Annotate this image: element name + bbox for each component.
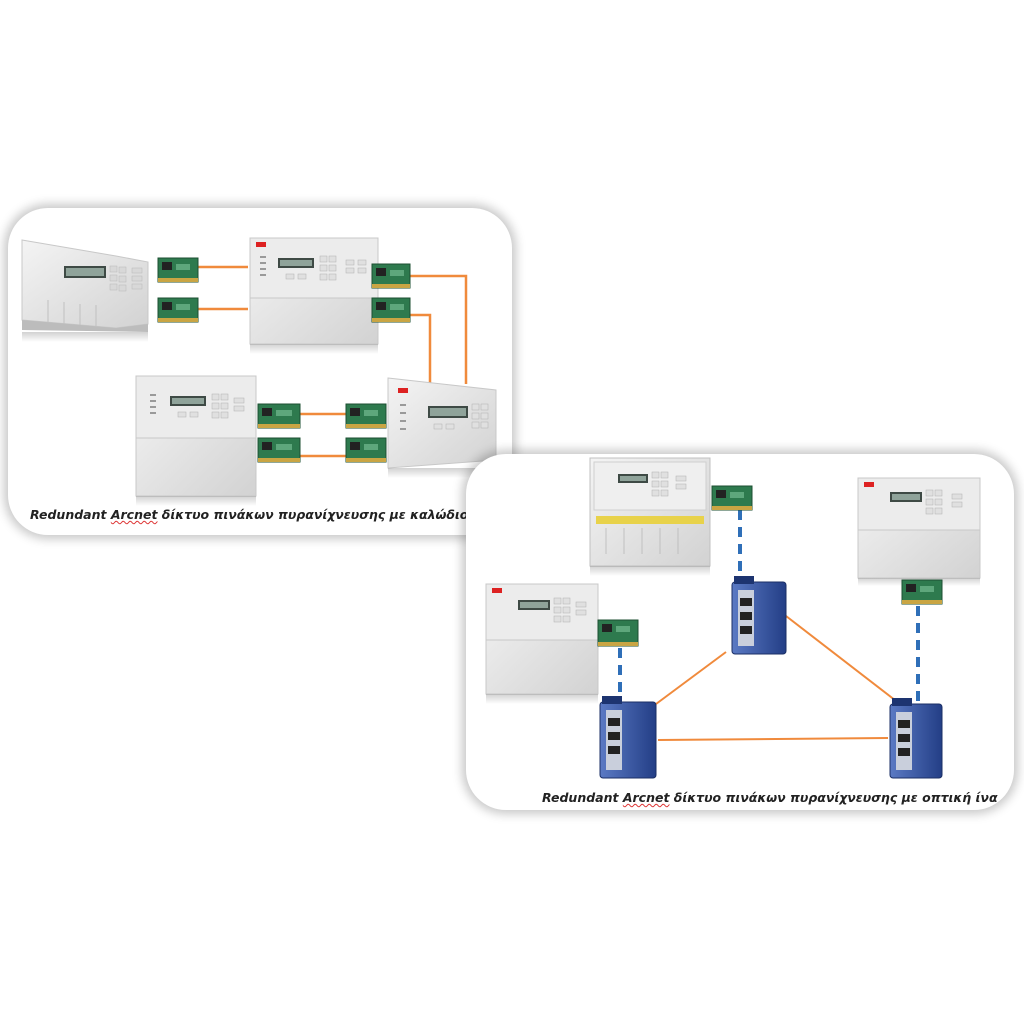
fiber-network-diagram (485, 457, 981, 779)
copper-cable (410, 313, 432, 384)
copper-network-card: Redundant Arcnet δίκτυο πινάκων πυρανίχν… (8, 208, 512, 535)
fiber-switch (599, 696, 657, 779)
network-card (711, 485, 753, 511)
fiber-switch (731, 576, 787, 655)
network-card (371, 263, 411, 289)
network-cards (597, 485, 943, 647)
fire-alarm-panel (589, 457, 711, 576)
network-card (371, 297, 411, 323)
fiber-network-card: Redundant Arcnet δίκτυο πινάκων πυρανίχν… (466, 454, 1014, 810)
fiber-diagram-caption: Redundant Arcnet δίκτυο πινάκων πυρανίχν… (542, 790, 998, 805)
caption-prefix: Redundant (542, 790, 623, 805)
network-card (901, 579, 943, 605)
network-card (597, 619, 639, 647)
fiber-switch (889, 698, 943, 779)
fiber-link (655, 651, 727, 705)
card-links (618, 510, 920, 704)
copper-diagram-caption: Redundant Arcnet δίκτυο πινάκων πυρανίχν… (30, 507, 512, 522)
network-card (157, 257, 199, 283)
network-card (257, 403, 301, 429)
fire-alarm-panel (485, 583, 599, 704)
fiber-link (657, 737, 889, 741)
fire-alarm-panel (135, 375, 257, 506)
fire-alarm-panel (249, 237, 379, 354)
fire-alarm-panel (21, 239, 149, 342)
copper-cables (198, 265, 468, 458)
copper-network-diagram (21, 237, 497, 506)
network-cards (157, 257, 411, 463)
caption-suffix: δίκτυο πινάκων πυρανίχνευσης με οπτική ί… (669, 790, 998, 805)
fire-alarm-panel (387, 377, 497, 478)
caption-brand: Arcnet (622, 790, 670, 805)
caption-brand: Arcnet (110, 507, 158, 522)
network-card (257, 437, 301, 463)
network-card (345, 403, 387, 429)
fiber-ring (655, 615, 901, 741)
network-card (345, 437, 387, 463)
fire-alarm-panel (857, 477, 981, 586)
caption-suffix: δίκτυο πινάκων πυρανίχνευσης με καλώδιο … (157, 507, 512, 522)
fiber-link (785, 615, 901, 705)
network-card (157, 297, 199, 323)
caption-prefix: Redundant (30, 507, 111, 522)
copper-cable (410, 274, 468, 384)
